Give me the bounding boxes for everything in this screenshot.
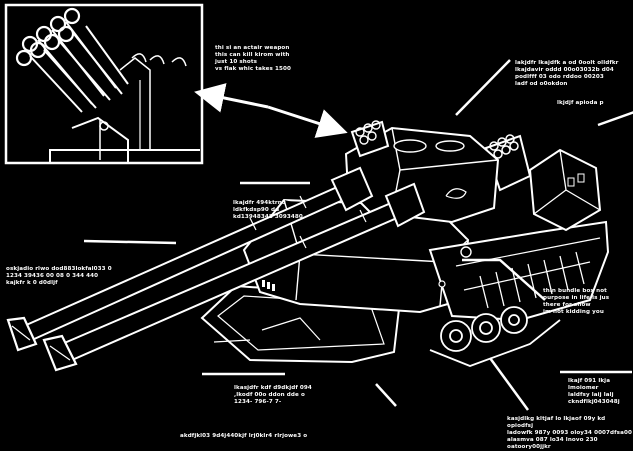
tank-hull <box>200 120 610 367</box>
callout-bottom-right-note: kasjdlkg kltjaf lo lkjaof 09y kd opiodfs… <box>507 416 632 450</box>
gun-barrels <box>6 166 426 372</box>
callout-track-note: lkajf 091 lkja lmoiomer laldfsy laij lal… <box>568 378 620 405</box>
callout-weapon-note: thi si an actair weapon this can kill ki… <box>215 45 292 72</box>
callout-center-bottom-note: lkasjdfr kdf d9dkjdf 094 ,lkodf 00o ddon… <box>234 385 312 405</box>
callout-bottom-note: akdfjkl03 9d4j440kjf lrj0klr4 rlrjowe3 o <box>180 433 308 439</box>
hull-markings <box>262 280 275 291</box>
inset-box <box>4 3 204 165</box>
leader-lines <box>83 59 633 411</box>
callout-top-right-note: lakjdfr lkajdfk a od 0oolt olldfkr lkajd… <box>515 60 619 87</box>
callout-arrow <box>194 83 348 138</box>
callout-barrel-note: lkajdfr 494ktrn0 ldkfkdsp90 dd kd1394834… <box>233 200 303 220</box>
callout-left-note: oskjadio rlwo dod883lokfal033 0 1234 394… <box>6 266 112 286</box>
callout-right-note: lkjdjf apioda p <box>557 100 604 106</box>
callout-hull-note: thin bundle box not purpose in life is j… <box>543 288 610 315</box>
